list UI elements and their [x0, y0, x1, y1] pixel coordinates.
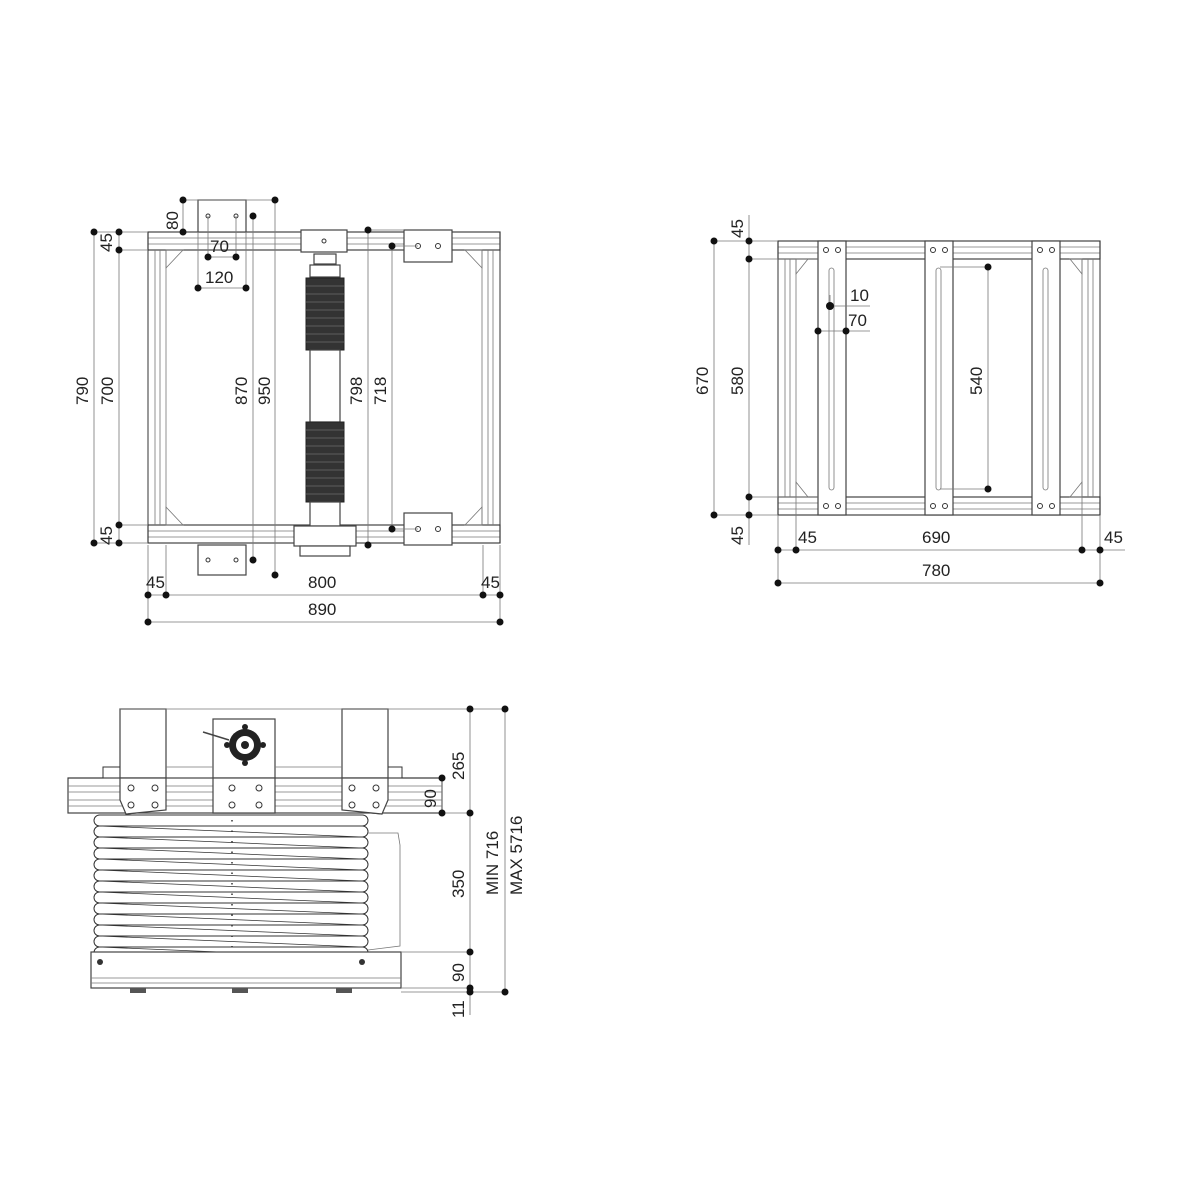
- dim-80: 80: [163, 211, 182, 230]
- dim-718: 718: [371, 377, 390, 405]
- dim-700: 700: [98, 377, 117, 405]
- dim-950: 950: [255, 377, 274, 405]
- dim-45-bottom: 45: [97, 526, 116, 545]
- dim-min-716: MIN 716: [483, 831, 502, 895]
- dim-800: 800: [308, 573, 336, 592]
- dim-120: 120: [205, 268, 233, 287]
- dim-870: 870: [232, 377, 251, 405]
- dim-90-top: 90: [421, 789, 440, 808]
- dim-90-bottom: 90: [449, 963, 468, 982]
- dim-45-top: 45: [728, 219, 747, 238]
- dim-70: 70: [848, 311, 867, 330]
- motor-icon: [202, 724, 266, 766]
- dim-540: 540: [967, 367, 986, 395]
- dim-45-top: 45: [97, 233, 116, 252]
- dim-580: 580: [728, 367, 747, 395]
- dim-780: 780: [922, 561, 950, 580]
- dim-10: 10: [850, 286, 869, 305]
- dim-45-left: 45: [146, 573, 165, 592]
- top-view: 80 45 70 120 790 700 870 950 798 718 45 …: [73, 196, 504, 626]
- dim-265: 265: [449, 752, 468, 780]
- dim-890: 890: [308, 600, 336, 619]
- dim-350: 350: [449, 870, 468, 898]
- dim-45-bottom: 45: [728, 526, 747, 545]
- dim-45-left: 45: [798, 528, 817, 547]
- dim-45-right: 45: [481, 573, 500, 592]
- dim-798: 798: [347, 377, 366, 405]
- frame-view: 45 670 580 10 70 540 45 45 690 45 780: [693, 215, 1125, 587]
- dim-11: 11: [449, 1000, 468, 1018]
- dim-70: 70: [210, 237, 229, 256]
- dim-45-right: 45: [1104, 528, 1123, 547]
- dim-670: 670: [693, 367, 712, 395]
- dim-690: 690: [922, 528, 950, 547]
- side-view: 265 90 350 90 11 MIN 716 MAX 5716: [67, 705, 526, 1018]
- dim-790: 790: [73, 377, 92, 405]
- dim-max-5716: MAX 5716: [507, 816, 526, 895]
